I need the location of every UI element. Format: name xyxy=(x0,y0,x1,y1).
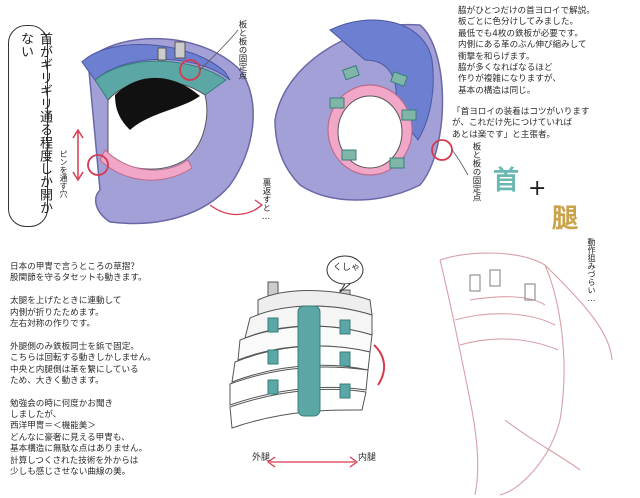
text-line: 太腿を上げたときに連動して xyxy=(10,296,122,307)
text-line: 計算しつくされた技術を外からは xyxy=(10,455,139,466)
pin-label: ピンを通す穴 xyxy=(59,150,68,198)
text-line: 中央と内腿側は革を繋にしている xyxy=(10,364,139,375)
text-line: こちらは回転する動きしかしません。 xyxy=(10,353,156,364)
inner-thigh-label: 内腿 xyxy=(358,453,377,463)
flip-arrow xyxy=(209,204,263,215)
text-line: 基本構造に無駄な点はありません。 xyxy=(10,444,148,455)
flip-label: 裏返すと… xyxy=(261,178,271,222)
text-line: 少しも感じさせない曲線の美。 xyxy=(10,467,131,478)
text-line: 日本の甲冑で言うところの草摺？ xyxy=(10,262,139,272)
tasset-explanation: 日本の甲冑で言うところの草摺？ 股関節を守るタセットも動きます。 太腿を上げたと… xyxy=(10,262,156,478)
speech-bubble-shape xyxy=(326,255,364,293)
kanji-thigh: 腿 xyxy=(552,204,579,234)
text-line: 「首ヨロイの装着はコツがいります xyxy=(452,107,590,117)
plate-fix-label-right: 板と板の固定点 xyxy=(471,142,481,202)
text-line: 西洋甲冑＝＜機能美＞ xyxy=(10,421,96,432)
text-line: 内側にある革のぶん伸び縮みして xyxy=(458,40,587,51)
text-line: 左右対称の作りです。 xyxy=(10,318,96,329)
text-line: しましたが、 xyxy=(10,410,62,421)
plus-sign: + xyxy=(528,176,547,201)
text-line: 脇がひとつだけの首ヨロイで解説。 xyxy=(458,6,595,16)
vertical-title: 首がギリギリ通る程度しか開かない xyxy=(18,32,52,214)
speech-bubble-text: くしゃ xyxy=(333,263,361,273)
vertical-title-box xyxy=(8,25,48,227)
text-line: 股関節を守るタセットも動きます。 xyxy=(10,273,147,284)
text-line: 最低でも4枚の鉄板が必要です。 xyxy=(458,28,583,39)
text-line xyxy=(10,387,156,398)
text-line: 衝撃を和らげます。 xyxy=(458,51,535,62)
text-line: あとは楽です」と主張者。 xyxy=(452,129,556,140)
kanji-neck: 首 xyxy=(493,166,520,196)
quote-block: 「首ヨロイの装着はコツがいります が、これだけ先につけていれば あとは楽です」と… xyxy=(452,107,590,141)
text-line: 基本の構造は同じ。 xyxy=(458,85,536,96)
gorget-explanation: 脇がひとつだけの首ヨロイで解説。 板ごとに色分けしてみました。 最低でも4枚の鉄… xyxy=(458,6,595,97)
text-line xyxy=(10,285,156,296)
plate-fix-label-top: 板と板の固定点 xyxy=(237,20,247,80)
text-line: 勉強会の時に何度かお聞き xyxy=(10,398,114,409)
motion-label: 動作狙みづらい… xyxy=(587,238,596,303)
text-line: 板ごとに色分けしてみました。 xyxy=(458,17,579,28)
gorget-back xyxy=(274,19,453,201)
text-line: 脇が多くなればなるほど xyxy=(458,62,553,73)
text-line: 作りが複雑になりますが、 xyxy=(458,74,561,85)
leg-sketch xyxy=(439,252,613,496)
gorget-front xyxy=(81,37,254,225)
outer-thigh-label: 外腿 xyxy=(252,453,271,463)
text-line xyxy=(10,330,156,341)
text-line: ため、大きく動きます。 xyxy=(10,375,104,386)
text-line: どんなに豪奢に見える甲冑も、 xyxy=(10,432,130,443)
tasset-illustration xyxy=(229,281,386,468)
leader-line-right xyxy=(451,149,469,176)
text-line: 外腿側のみ鉄板同士を鋲で固定。 xyxy=(10,341,139,352)
leader-line-top xyxy=(199,29,239,71)
text-line: 内側が折りたためます。 xyxy=(10,307,104,318)
text-line: が、これだけ先につけていれば xyxy=(452,118,573,129)
